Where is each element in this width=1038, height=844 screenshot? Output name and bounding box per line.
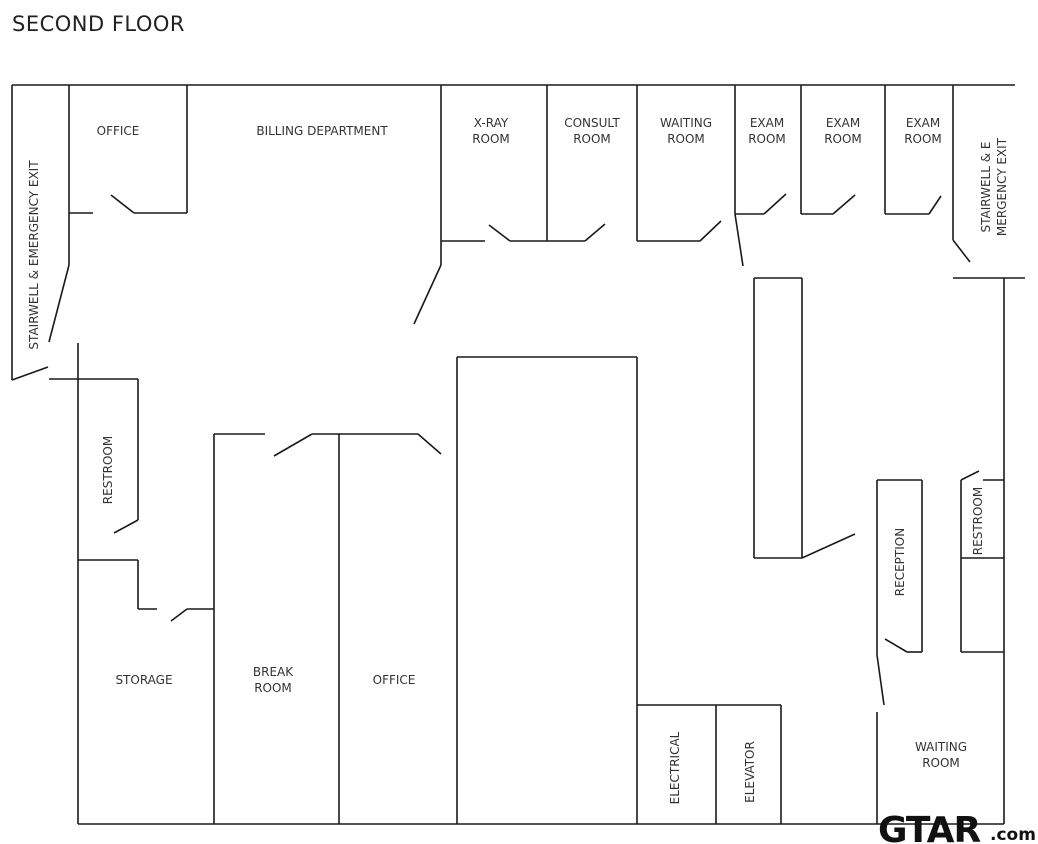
- wall-segment: [417, 433, 442, 455]
- room-label-exam-2: EXAM: [826, 116, 860, 130]
- wall-segment: [113, 519, 139, 534]
- room-label-electrical: ELECTRICAL: [668, 731, 682, 804]
- room-label-exam-3: EXAM: [906, 116, 940, 130]
- room-label-xray: X-RAY: [474, 116, 509, 130]
- wall-segment: [763, 193, 787, 215]
- room-label-waiting-top: WAITING: [660, 116, 712, 130]
- room-label-waiting-bottom: WAITING: [915, 740, 967, 754]
- room-label-break-room: ROOM: [254, 681, 292, 695]
- logo-suffix: .com: [990, 825, 1036, 844]
- room-label-exam-2: ROOM: [824, 132, 862, 146]
- wall-segment: [734, 213, 744, 267]
- room-label-stairwell-right: STAIRWELL & E: [979, 141, 993, 232]
- room-label-exam-1: EXAM: [750, 116, 784, 130]
- room-label-consult: ROOM: [573, 132, 611, 146]
- wall-segment: [273, 433, 313, 457]
- floor-title: SECOND FLOOR: [12, 12, 186, 36]
- walls: [11, 84, 1025, 825]
- wall-segment: [801, 533, 856, 559]
- room-label-exam-3: ROOM: [904, 132, 942, 146]
- room-label-break-room: BREAK: [253, 665, 294, 679]
- room-label-reception: RECEPTION: [893, 528, 907, 596]
- room-label-exam-1: ROOM: [748, 132, 786, 146]
- wall-segment: [170, 608, 188, 622]
- wall-segment: [952, 239, 971, 263]
- gtar-logo: GTAR .com: [878, 810, 1036, 844]
- wall-segment: [699, 220, 722, 242]
- wall-segment: [584, 223, 606, 242]
- room-label-storage: STORAGE: [115, 673, 172, 687]
- room-label-waiting-bottom: ROOM: [922, 756, 960, 770]
- wall-segment: [488, 224, 511, 242]
- wall-segment: [11, 366, 49, 381]
- room-label-stairwell-left: STAIRWELL & EMERGENCY EXIT: [27, 160, 41, 350]
- room-label-stairwell-right: MERGENCY EXIT: [995, 137, 1009, 236]
- room-label-billing: BILLING DEPARTMENT: [256, 124, 388, 138]
- wall-segment: [960, 470, 980, 481]
- wall-segment: [876, 654, 885, 706]
- room-label-elevator: ELEVATOR: [743, 741, 757, 803]
- room-label-office-top: OFFICE: [97, 124, 140, 138]
- wall-segment: [413, 264, 442, 325]
- room-label-xray: ROOM: [472, 132, 510, 146]
- wall-segment: [110, 194, 135, 214]
- room-label-consult: CONSULT: [564, 116, 620, 130]
- room-label-restroom-left: RESTROOM: [101, 436, 115, 504]
- room-label-waiting-top: ROOM: [667, 132, 705, 146]
- room-label-restroom-right: RESTROOM: [971, 487, 985, 555]
- wall-segment: [48, 264, 70, 343]
- logo-main: GTAR: [878, 810, 981, 844]
- wall-segment: [884, 638, 908, 653]
- wall-segment: [832, 194, 856, 215]
- wall-segment: [928, 195, 942, 215]
- room-label-office-bottom: OFFICE: [373, 673, 416, 687]
